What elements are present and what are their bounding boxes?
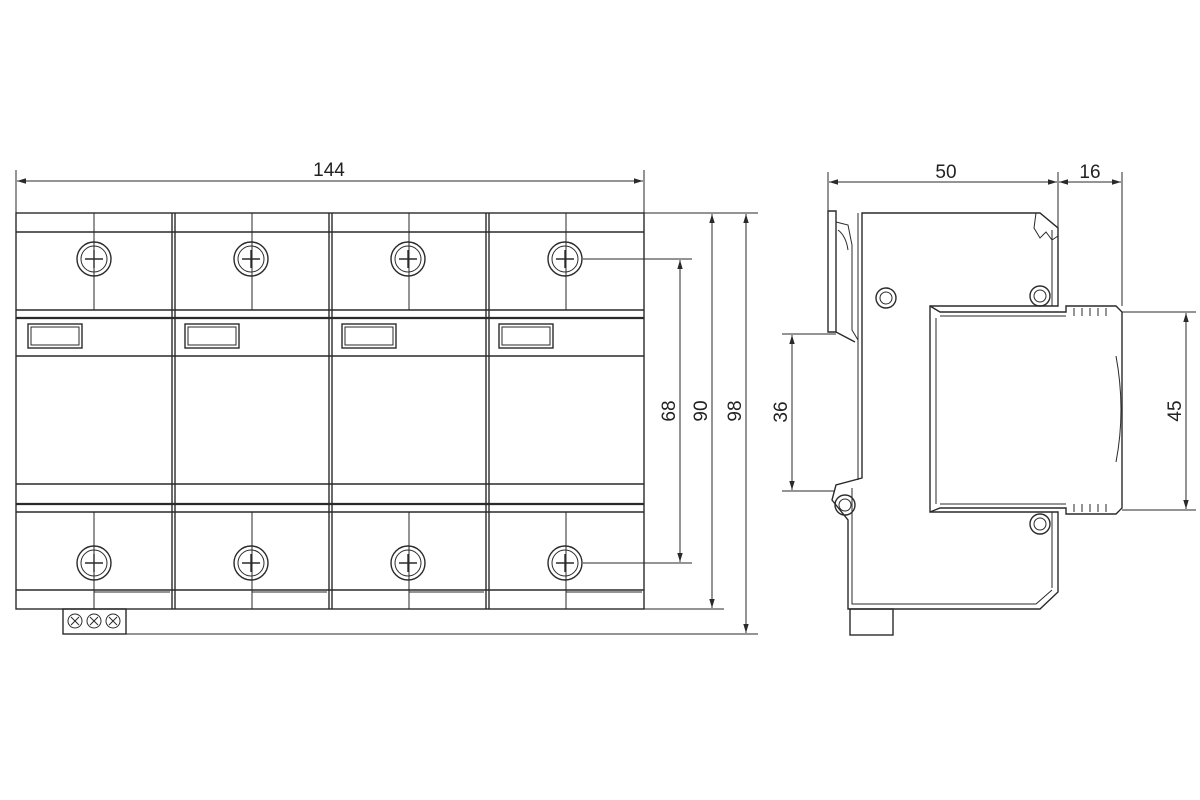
- dimension-protrusion: 16: [1059, 162, 1123, 306]
- screw-hole-icon: [1029, 513, 1051, 535]
- dimension-rail: 36: [771, 333, 836, 492]
- dimension-label-protrusion: 16: [1079, 162, 1100, 183]
- status-windows: [27, 323, 554, 349]
- dimension-terminals: 68: [583, 258, 692, 564]
- dimension-total-height: 98: [126, 212, 758, 635]
- dimension-label-terminals: 68: [659, 400, 680, 421]
- screw-icon: [547, 545, 583, 581]
- side-view: 50 16 36 45: [771, 162, 1196, 636]
- side-bottom-connector: [849, 608, 894, 636]
- dimension-label-body-height: 90: [691, 400, 712, 421]
- latch: [1033, 212, 1059, 241]
- din-clip: [827, 210, 859, 345]
- screw-icon: [76, 241, 112, 277]
- screw-icon: [390, 545, 426, 581]
- screw-icon: [233, 241, 269, 277]
- terminal-cover-lines: [93, 213, 642, 609]
- side-screw-holes: [834, 285, 1051, 535]
- dimension-label-depth: 50: [935, 162, 956, 183]
- dimension-front-face: 45: [1122, 311, 1196, 511]
- dimension-label-front-face: 45: [1165, 400, 1186, 421]
- dimension-label-total-height: 98: [725, 400, 746, 421]
- dimension-depth: 50: [827, 162, 1059, 228]
- dimension-label-width: 144: [313, 160, 345, 181]
- front-body-outline: [15, 212, 645, 610]
- screw-hole-icon: [1029, 285, 1051, 307]
- dimension-width: 144: [15, 160, 645, 213]
- screw-hole-icon: [834, 494, 856, 516]
- remote-contact-connector: [62, 608, 127, 635]
- dimension-label-rail: 36: [771, 401, 792, 422]
- front-view: 144 68 90 98: [15, 160, 758, 635]
- module-separators: [171, 213, 490, 609]
- screw-hole-icon: [875, 287, 897, 309]
- screw-icon: [390, 241, 426, 277]
- screws-bottom: [76, 545, 583, 581]
- screw-icon: [233, 545, 269, 581]
- screw-icon: [76, 545, 112, 581]
- side-housing-outline: [831, 212, 1059, 610]
- screw-icon: [547, 241, 583, 277]
- dimension-body-height: 90: [644, 212, 724, 610]
- plug-in-module: [929, 305, 1123, 515]
- screws-top: [76, 241, 583, 277]
